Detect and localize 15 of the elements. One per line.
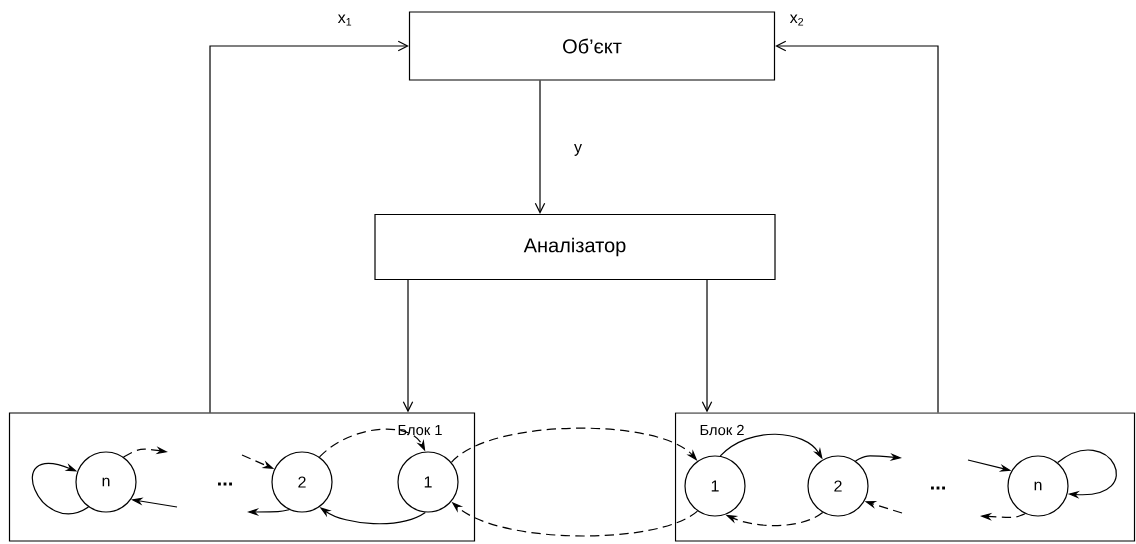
edge-label: x$_{1}$ — [336, 13, 354, 27]
process-box: Об’єкт — [408, 11, 776, 81]
edge-label: y — [572, 142, 584, 158]
ellipsis-label: ... — [218, 482, 232, 486]
arrow — [209, 40, 409, 413]
arrow — [1057, 449, 1117, 499]
arrow — [318, 428, 426, 458]
arrow — [402, 279, 414, 413]
process-box: Аналізатор — [374, 213, 776, 281]
edge-label: x$_{2}$ — [788, 13, 806, 27]
arrow — [775, 40, 939, 413]
arrow — [701, 279, 713, 413]
arrow — [31, 463, 90, 515]
arrow — [534, 80, 546, 214]
ellipsis-label: ... — [931, 486, 945, 490]
